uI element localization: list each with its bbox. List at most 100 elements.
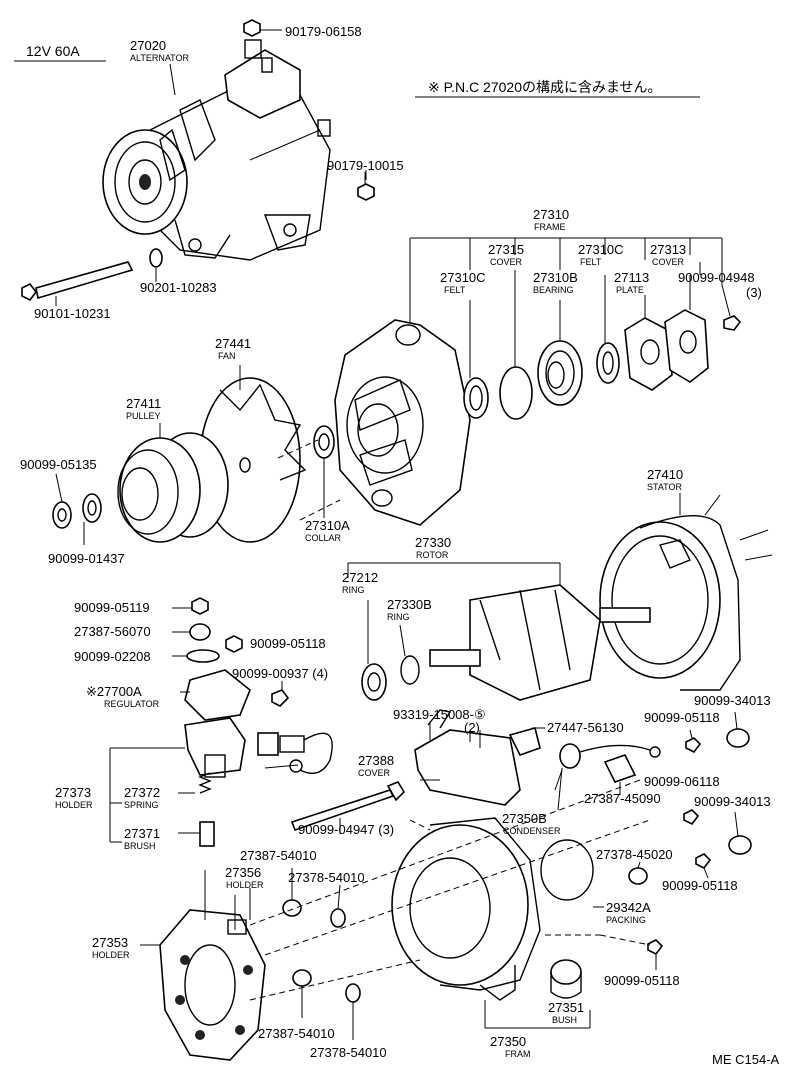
svg-text:29342A: 29342A bbox=[606, 900, 651, 915]
label-27330b: 27330B RING bbox=[387, 597, 432, 622]
pulley-27411 bbox=[117, 423, 229, 543]
label-90099-05118-c: 90099-05118 bbox=[662, 878, 738, 893]
label-27378-54010-a: 27378-54010 bbox=[288, 870, 365, 885]
felt-27310c-right bbox=[596, 275, 620, 384]
washer-27378-54010-a bbox=[330, 884, 346, 928]
svg-text:FELT: FELT bbox=[580, 257, 602, 267]
regulator-27700a bbox=[180, 669, 251, 721]
svg-text:27310: 27310 bbox=[533, 207, 569, 222]
spec-label: 12V 60A bbox=[26, 43, 80, 59]
svg-text:HOLDER: HOLDER bbox=[55, 800, 93, 810]
label-93319-15008: 93319-15008-⑤ (2) bbox=[393, 707, 486, 735]
nut-90099-05119 bbox=[172, 597, 209, 615]
svg-text:27410: 27410 bbox=[647, 467, 683, 482]
svg-text:FELT: FELT bbox=[444, 285, 466, 295]
label-90179-06158: 90179-06158 bbox=[285, 24, 362, 39]
plate-27113 bbox=[624, 295, 673, 391]
rectifier-holder-27353 bbox=[140, 870, 266, 1061]
washer-27378-54010-b bbox=[345, 983, 361, 1040]
label-27387-45090: 27387-45090 bbox=[584, 791, 661, 806]
label-27447-56130: 27447-56130 bbox=[547, 720, 624, 735]
label-90201-10283: 90201-10283 bbox=[140, 280, 217, 295]
label-27353: 27353 HOLDER bbox=[92, 935, 130, 960]
label-27356: 27356 HOLDER bbox=[225, 865, 264, 890]
label-27378-54010-b: 27378-54010 bbox=[310, 1045, 387, 1060]
label-27441: 27441 FAN bbox=[215, 336, 251, 361]
brush-holder-27373 bbox=[109, 717, 246, 843]
leader-lines bbox=[169, 63, 701, 791]
connector-plug bbox=[257, 732, 333, 774]
bush-27351 bbox=[550, 959, 582, 999]
label-27372: 27372 SPRING bbox=[124, 785, 160, 810]
svg-text:27310B: 27310B bbox=[533, 270, 578, 285]
bushing-27387-54010-b bbox=[292, 969, 312, 1018]
label-27410: 27410 STATOR bbox=[647, 467, 683, 492]
svg-text:SPRING: SPRING bbox=[124, 800, 159, 810]
svg-text:BRUSH: BRUSH bbox=[124, 841, 156, 851]
svg-text:27310C: 27310C bbox=[440, 270, 486, 285]
label-27411: 27411 PULLEY bbox=[126, 396, 161, 421]
svg-text:※27700A: ※27700A bbox=[86, 684, 142, 699]
condenser-27350b bbox=[557, 743, 661, 811]
label-27212: 27212 RING bbox=[342, 570, 378, 595]
svg-text:BUSH: BUSH bbox=[552, 1015, 577, 1025]
label-27387-54010-b: 27387-54010 bbox=[258, 1026, 335, 1041]
label-27350: 27350 FRAM bbox=[490, 1034, 531, 1059]
label-90099-05118-a: 90099-05118 bbox=[250, 636, 326, 651]
label-27330: 27330 ROTOR bbox=[415, 535, 451, 560]
rotor-27330 bbox=[429, 584, 651, 701]
svg-text:27372: 27372 bbox=[124, 785, 160, 800]
bearing-27310b bbox=[537, 300, 583, 406]
label-90179-10015: 90179-10015 bbox=[327, 158, 404, 173]
label-27315: 27315 COVER bbox=[488, 242, 524, 267]
svg-text:ROTOR: ROTOR bbox=[416, 550, 449, 560]
svg-text:27353: 27353 bbox=[92, 935, 128, 950]
svg-text:27315: 27315 bbox=[488, 242, 524, 257]
svg-text:93319-15008-⑤: 93319-15008-⑤ bbox=[393, 707, 486, 722]
svg-text:CONDENSER: CONDENSER bbox=[503, 826, 561, 836]
svg-text:27212: 27212 bbox=[342, 570, 378, 585]
svg-text:27350: 27350 bbox=[490, 1034, 526, 1049]
label-90099-05118-b: 90099-05118 bbox=[644, 710, 720, 725]
bushing-27387-56070 bbox=[172, 623, 211, 641]
svg-text:27310C: 27310C bbox=[578, 242, 624, 257]
packing-29342a bbox=[540, 839, 604, 908]
bolt-90099-04947 bbox=[290, 781, 406, 834]
cover-27388 bbox=[414, 709, 521, 806]
nut-90099-05118-c bbox=[695, 853, 712, 879]
svg-text:COVER: COVER bbox=[652, 257, 685, 267]
nut-90179-10015 bbox=[357, 170, 375, 201]
svg-text:27388: 27388 bbox=[358, 753, 394, 768]
label-27378-45020: 27378-45020 bbox=[596, 847, 673, 862]
label-90099-34013-a: 90099-34013 bbox=[694, 693, 771, 708]
bracket-frame-27310 bbox=[409, 237, 723, 330]
nut-90179-06158 bbox=[243, 19, 282, 37]
svg-text:27411: 27411 bbox=[126, 396, 161, 411]
label-90099-01437: 90099-01437 bbox=[48, 551, 125, 566]
label-27371: 27371 BRUSH bbox=[124, 826, 160, 851]
svg-text:COVER: COVER bbox=[490, 257, 523, 267]
svg-text:HOLDER: HOLDER bbox=[92, 950, 130, 960]
label-27350b: 27350B CONDENSER bbox=[502, 811, 561, 836]
nut-90099-05118-d bbox=[647, 939, 664, 970]
svg-text:27310A: 27310A bbox=[305, 518, 350, 533]
cover-27313 bbox=[664, 275, 709, 383]
svg-text:27350B: 27350B bbox=[502, 811, 547, 826]
cover-27315 bbox=[499, 270, 533, 420]
svg-text:FRAME: FRAME bbox=[534, 222, 566, 232]
label-27700a: ※27700A REGULATOR bbox=[86, 684, 160, 709]
label-90099-34013-b: 90099-34013 bbox=[694, 794, 771, 809]
label-27020: 27020 ALTERNATOR bbox=[130, 38, 190, 63]
collar-27310a bbox=[313, 425, 335, 518]
label-90099-05135: 90099-05135 bbox=[20, 457, 97, 472]
nut-90099-05118-a bbox=[225, 635, 243, 653]
spring-27372 bbox=[178, 772, 212, 794]
svg-text:(3): (3) bbox=[746, 285, 762, 300]
svg-text:(2): (2) bbox=[464, 720, 480, 735]
label-29342a: 29342A PACKING bbox=[606, 900, 651, 925]
svg-text:FRAM: FRAM bbox=[505, 1049, 531, 1059]
ring-27212 bbox=[361, 600, 387, 701]
label-90099-00937: 90099-00937 (4) bbox=[232, 666, 328, 681]
label-27310b: 27310B BEARING bbox=[533, 270, 578, 295]
bolt-90101-10231 bbox=[21, 261, 134, 306]
